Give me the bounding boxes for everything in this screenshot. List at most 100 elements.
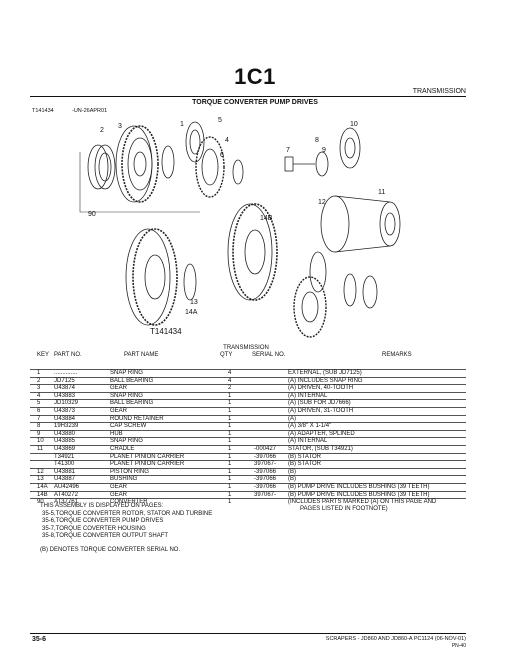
key-cell: 13 [37, 476, 44, 483]
qty-cell: 1 [228, 461, 232, 468]
remarks-cell: STATOR, (SUB T34921) [288, 445, 353, 452]
part-name-cell: HUB [110, 430, 123, 437]
callout-label: 4 [225, 137, 229, 144]
footer-product: SCRAPERS - JD860 AND JD860-A PC1124 (06-… [325, 636, 466, 642]
qty-cell: 1 [228, 392, 232, 399]
planet-carrier-part [227, 203, 278, 301]
key-cell: 12 [37, 468, 44, 475]
callout-label: 7 [286, 147, 290, 154]
qty-cell: 1 [228, 423, 232, 430]
notes-page-item: 35-5,TORQUE CONVERTER ROTOR, STATOR AND … [42, 510, 213, 517]
qty-cell: 1 [228, 499, 232, 506]
callout-label: 8 [315, 137, 319, 144]
remarks-cell: (B) PUMP DRIVE INCLUDES BUSHING (39 TEET… [288, 483, 430, 490]
callout-label: 2 [100, 127, 104, 134]
qty-cell: 2 [228, 385, 232, 392]
callout-label: 90 [88, 211, 96, 218]
remarks-cell: (A) (SUB FOR JD7666) [288, 400, 351, 407]
callout-label: 1 [180, 121, 184, 128]
pump-drive-gear-part [293, 276, 327, 338]
part-no-cell: JD7125 [54, 377, 75, 384]
snap-ring-part [161, 145, 175, 179]
part-no-column-header: PART NO. [54, 352, 82, 358]
footer-rule [30, 633, 466, 634]
remarks-cell: (A) INTERNAL [288, 438, 328, 445]
key-cell: 9 [37, 430, 41, 437]
part-name-cell: BALL BEARING [110, 400, 154, 407]
part-name-cell: GEAR [110, 385, 128, 392]
figure-id: T141434 [32, 108, 54, 114]
part-no-cell: AU42496 [54, 483, 80, 490]
part-name-cell: PLANET PINION CARRIER [110, 461, 185, 468]
qty-cell: 1 [228, 453, 232, 460]
remarks-cell: (B) [288, 468, 296, 475]
remarks-cell: (A) DRIVEN, 40-TOOTH [288, 385, 354, 392]
notes-page-item: 35-6,TORQUE CONVERTER PUMP DRIVES [42, 518, 164, 525]
qty-cell: 1 [228, 430, 232, 437]
remarks-cell: (A) INTERNAL [288, 392, 328, 399]
parts-table: 1.............. SNAP RING 4 EXTERNAL, (SUB … [30, 369, 466, 513]
page-title: 1C1 [234, 64, 276, 89]
remarks-cell: (A) 3/8" X 1-1/4" [288, 423, 332, 430]
part-no-cell: U43887 [54, 476, 76, 483]
part-name-cell: BUSHING [110, 476, 138, 483]
pump-drive-gear-part [125, 228, 178, 326]
key-cell: 90 [37, 499, 44, 506]
qty-cell: 1 [228, 483, 232, 490]
bushing-part [362, 275, 378, 309]
callout-label: 6 [220, 152, 224, 159]
remarks-continuation: PAGES LISTED IN FOOTNOTE) [300, 505, 388, 512]
qty-column-header: QTY [220, 352, 233, 358]
serial-group-header: TRANSMISSION [223, 345, 269, 351]
remarks-cell: (B) STATOR [288, 453, 321, 460]
serial-note: (B) DENOTES TORQUE CONVERTER SERIAL NO. [40, 546, 181, 553]
remarks-cell: EXTERNAL, (SUB JD7125) [288, 370, 362, 376]
part-no-cell: U43874 [54, 385, 76, 392]
gear-31-tooth-part [195, 136, 225, 198]
remarks-cell: (A) [288, 415, 296, 422]
callout-label: 9 [322, 147, 326, 154]
hub-assembly-part [284, 127, 361, 177]
remarks-cell: (A) DRIVEN, 31-TOOTH [288, 407, 354, 414]
part-name-cell: CAP SCREW [110, 423, 147, 430]
part-name-cell: CONVERTER [110, 499, 148, 506]
part-name-column-header: PART NAME [124, 352, 159, 358]
serial-cell: 397067- [254, 491, 277, 498]
remarks-cell: (INCLUDES PARTS MARKED (A) ON THIS PAGE … [288, 499, 437, 506]
footer-code: PN-40 [451, 643, 466, 649]
part-no-cell: U43881 [54, 468, 76, 475]
ball-bearing-part [87, 144, 116, 190]
serial-cell: -000427 [254, 445, 277, 452]
page-number: 35-6 [32, 636, 47, 643]
key-cell: 7 [37, 415, 41, 422]
part-no-cell: U43869 [54, 445, 76, 452]
serial-cell: 397067- [254, 461, 277, 468]
qty-cell: 1 [228, 445, 232, 452]
table-header: TRANSMISSION KEY PART NO. PART NAME QTY … [30, 345, 466, 369]
key-cell: 8 [37, 423, 41, 430]
remarks-cell: (B) PUMP DRIVE INCLUDES BUSHING (39 TEET… [288, 491, 430, 498]
part-name-cell: GEAR [110, 407, 128, 414]
callout-label: 14A [185, 309, 198, 316]
serial-cell: -397066 [254, 468, 277, 475]
piston-ring-part [309, 251, 327, 293]
snap-ring-part [343, 273, 357, 307]
callout-label: 11 [378, 189, 385, 196]
table-continuation: PAGES LISTED IN FOOTNOTE) [30, 506, 466, 513]
part-no-cell: 19H3239 [54, 423, 79, 430]
part-no-cell: .............. [54, 370, 78, 376]
callout-label: 14B [260, 215, 273, 222]
callout-labels: 2 3 1 5 4 6 7 8 9 10 12 11 14B 13 14A 90… [88, 117, 385, 336]
key-cell: 4 [37, 392, 41, 399]
part-no-cell: U43880 [54, 430, 76, 437]
part-name-cell: SNAP RING [110, 392, 143, 399]
assembly-notes: THIS ASSEMBLY IS DISPLAYED ON PAGES: 35-… [40, 503, 212, 555]
